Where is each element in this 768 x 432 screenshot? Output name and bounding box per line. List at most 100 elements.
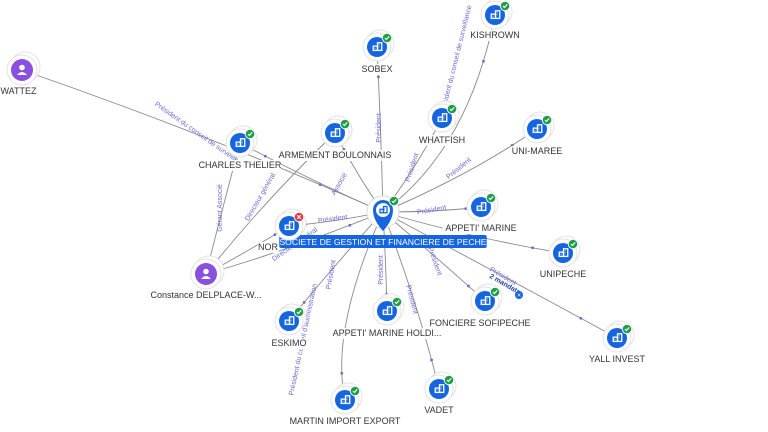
node-label-bg — [326, 328, 448, 339]
node-label: FONCIERE SOFIPECHE — [429, 318, 530, 328]
node-label-bg — [0, 86, 40, 97]
edge-arrow-center-kishrown — [482, 59, 485, 63]
node-label-bg — [284, 150, 386, 161]
node-label: ESKIMO — [271, 338, 306, 348]
node-label-bg — [145, 290, 267, 301]
edge-arrow-center-fonciere — [467, 284, 470, 288]
edge-label-center-vadet: Président — [404, 284, 418, 314]
node-martin[interactable]: MARTIN IMPORT EXPORT — [290, 382, 401, 427]
edge-center-unimaree — [382, 128, 538, 213]
mandates-toggle-glyph: × — [517, 293, 521, 300]
node-whatfish[interactable]: WHATFISH — [418, 100, 466, 146]
node-label-bg — [257, 242, 279, 253]
edge-arrow-center-sobex — [376, 75, 380, 79]
node-label: ARMEMENT BOULONNAIS — [279, 150, 392, 160]
node-appeti[interactable]: APPETI' MARINE — [442, 189, 520, 234]
node-label: Constance DELPLACE-W... — [150, 290, 261, 300]
edge-arrow-center-yall — [579, 316, 583, 320]
active-badge-icon — [446, 103, 458, 115]
node-label-bg — [511, 146, 563, 157]
active-badge-icon — [293, 306, 305, 318]
edge-label-center-sobex: Président — [376, 113, 383, 143]
building-icon — [235, 138, 246, 148]
node-constance[interactable]: Constance DELPLACE-W... — [145, 255, 267, 301]
node-label-bg — [199, 160, 281, 171]
active-badge-icon — [339, 118, 351, 130]
node-vadet[interactable]: VADET — [423, 371, 457, 416]
active-badge-icon — [489, 286, 501, 298]
node-label: UNIPECHE — [540, 269, 587, 279]
node-label: n-Luc WATTEZ — [0, 86, 37, 96]
edge-arrow-center-unimaree — [510, 143, 514, 147]
node-label: UNI-MAREE — [512, 146, 563, 156]
active-badge-icon — [485, 192, 497, 204]
node-label-bg — [418, 135, 466, 146]
node-armement[interactable]: ARMEMENT BOULONNAIS — [279, 115, 392, 161]
building-icon — [382, 306, 393, 316]
edge-label-center-appeti: Président — [417, 204, 447, 216]
node-label: SOBEX — [361, 64, 392, 74]
building-icon — [612, 333, 623, 343]
node-wattez[interactable]: n-Luc WATTEZ — [0, 51, 41, 97]
active-badge-icon — [443, 374, 455, 386]
node-label: CHARLES THELIER — [199, 160, 282, 170]
building-icon — [490, 10, 501, 20]
edge-arrow-constance-center — [348, 223, 352, 227]
node-sobex[interactable]: SOBEX — [361, 29, 395, 75]
person-icon — [17, 64, 27, 75]
node-appetih[interactable]: APPETI' MARINE HOLDI... — [326, 293, 448, 339]
edge-arrow-wattez-center — [318, 183, 322, 187]
node-eskimo[interactable]: ESKIMO — [270, 303, 308, 349]
node-label-bg — [586, 354, 648, 365]
inactive-badge-icon — [293, 211, 305, 223]
building-icon — [558, 248, 569, 258]
building-icon — [340, 395, 351, 405]
edge-label-center-unimaree: Président — [445, 157, 472, 181]
building-icon — [330, 128, 341, 138]
active-badge-icon — [541, 114, 553, 126]
edge-label-center-whatfish: Président — [405, 152, 421, 182]
node-label-bg — [442, 223, 520, 234]
edge-label-center-appetih: Président — [378, 255, 385, 285]
active-badge-icon — [621, 323, 633, 335]
node-label-bg — [539, 269, 587, 280]
mandates-toggle-icon[interactable] — [515, 291, 523, 299]
node-fonciere[interactable]: FONCIERE SOFIPECHE — [429, 283, 531, 329]
nodes-layer: SOCIETE DE GESTION ET FINANCIERE DE PECH… — [0, 0, 648, 427]
node-label: KISHROWN — [470, 30, 520, 40]
node-kishrown[interactable]: KISHROWN — [470, 0, 520, 41]
building-icon — [379, 205, 388, 214]
edge-arrow-center-eskimo — [302, 301, 306, 304]
node-label-bg — [431, 318, 529, 329]
node-yall[interactable]: YALL INVEST — [586, 320, 648, 365]
node-charles[interactable]: CHARLES THELIER — [199, 125, 282, 171]
node-label: YALL INVEST — [589, 354, 646, 364]
edge-label-center-kishrown: Président du conseil de surveillance — [440, 5, 474, 115]
edge-label-center-eskimo: Président — [326, 260, 338, 290]
active-badge-icon — [244, 128, 256, 140]
active-badge-icon — [381, 32, 393, 44]
node-nor[interactable]: NOR — [257, 208, 307, 253]
node-label: APPETI' MARINE HOLDI... — [333, 328, 442, 338]
active-badge-icon — [567, 238, 579, 250]
node-label-bg — [471, 30, 519, 41]
building-icon — [437, 113, 448, 123]
active-badge-icon — [391, 296, 403, 308]
node-unipeche[interactable]: UNIPECHE — [539, 235, 587, 280]
building-icon — [284, 316, 295, 326]
edge-center-kishrown — [382, 14, 496, 213]
node-center[interactable]: SOCIETE DE GESTION ET FINANCIERE DE PECH… — [279, 195, 487, 248]
node-unimaree[interactable]: UNI-MAREE — [511, 111, 563, 157]
edges-layer — [21, 14, 618, 401]
building-icon — [372, 42, 383, 52]
edge-label-center-nor: Président — [318, 214, 348, 225]
node-label: VADET — [424, 405, 454, 415]
node-label: APPETI' MARINE — [445, 223, 516, 233]
node-label-bg — [291, 416, 399, 427]
edge-arrow-center-martin — [340, 371, 344, 375]
node-label: NOR — [258, 242, 279, 252]
edge-arrow-center-vadet — [430, 358, 433, 362]
active-badge-icon — [349, 385, 361, 397]
building-icon — [532, 124, 543, 134]
